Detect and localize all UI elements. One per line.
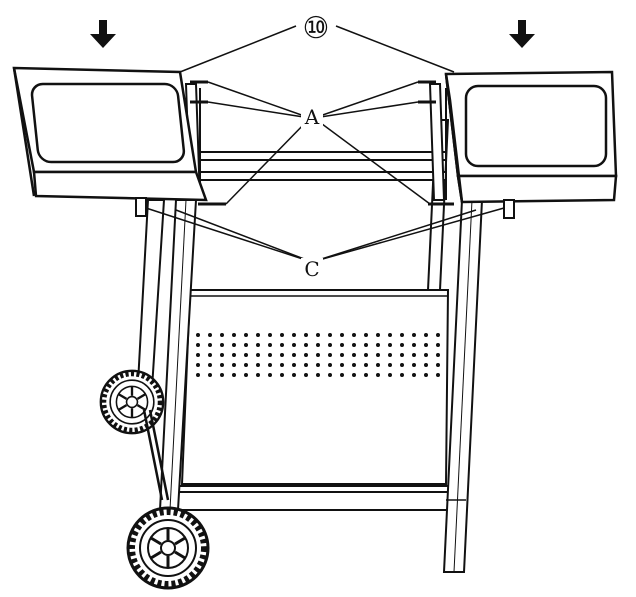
bottom-crossbar: [168, 485, 463, 511]
bolt-icon-group-a: [190, 80, 454, 206]
wheel-axle-bracket: [142, 409, 170, 501]
callout-a-label: A: [304, 105, 320, 129]
down-arrow-icon-left: [90, 20, 116, 48]
bracket-icon-group-c: [135, 197, 515, 219]
down-arrow-icon-right: [509, 20, 535, 48]
callout-c-label: C: [304, 257, 319, 281]
left-side-shelf: [12, 66, 208, 202]
top-frame: [184, 83, 447, 201]
front-right-leg: [442, 199, 484, 573]
right-side-shelf: [444, 70, 618, 204]
part-number-callout: ⑩: [303, 11, 330, 46]
bottom-panel: [180, 289, 450, 485]
leader-lines: [145, 25, 505, 263]
front-wheel: [128, 508, 208, 588]
